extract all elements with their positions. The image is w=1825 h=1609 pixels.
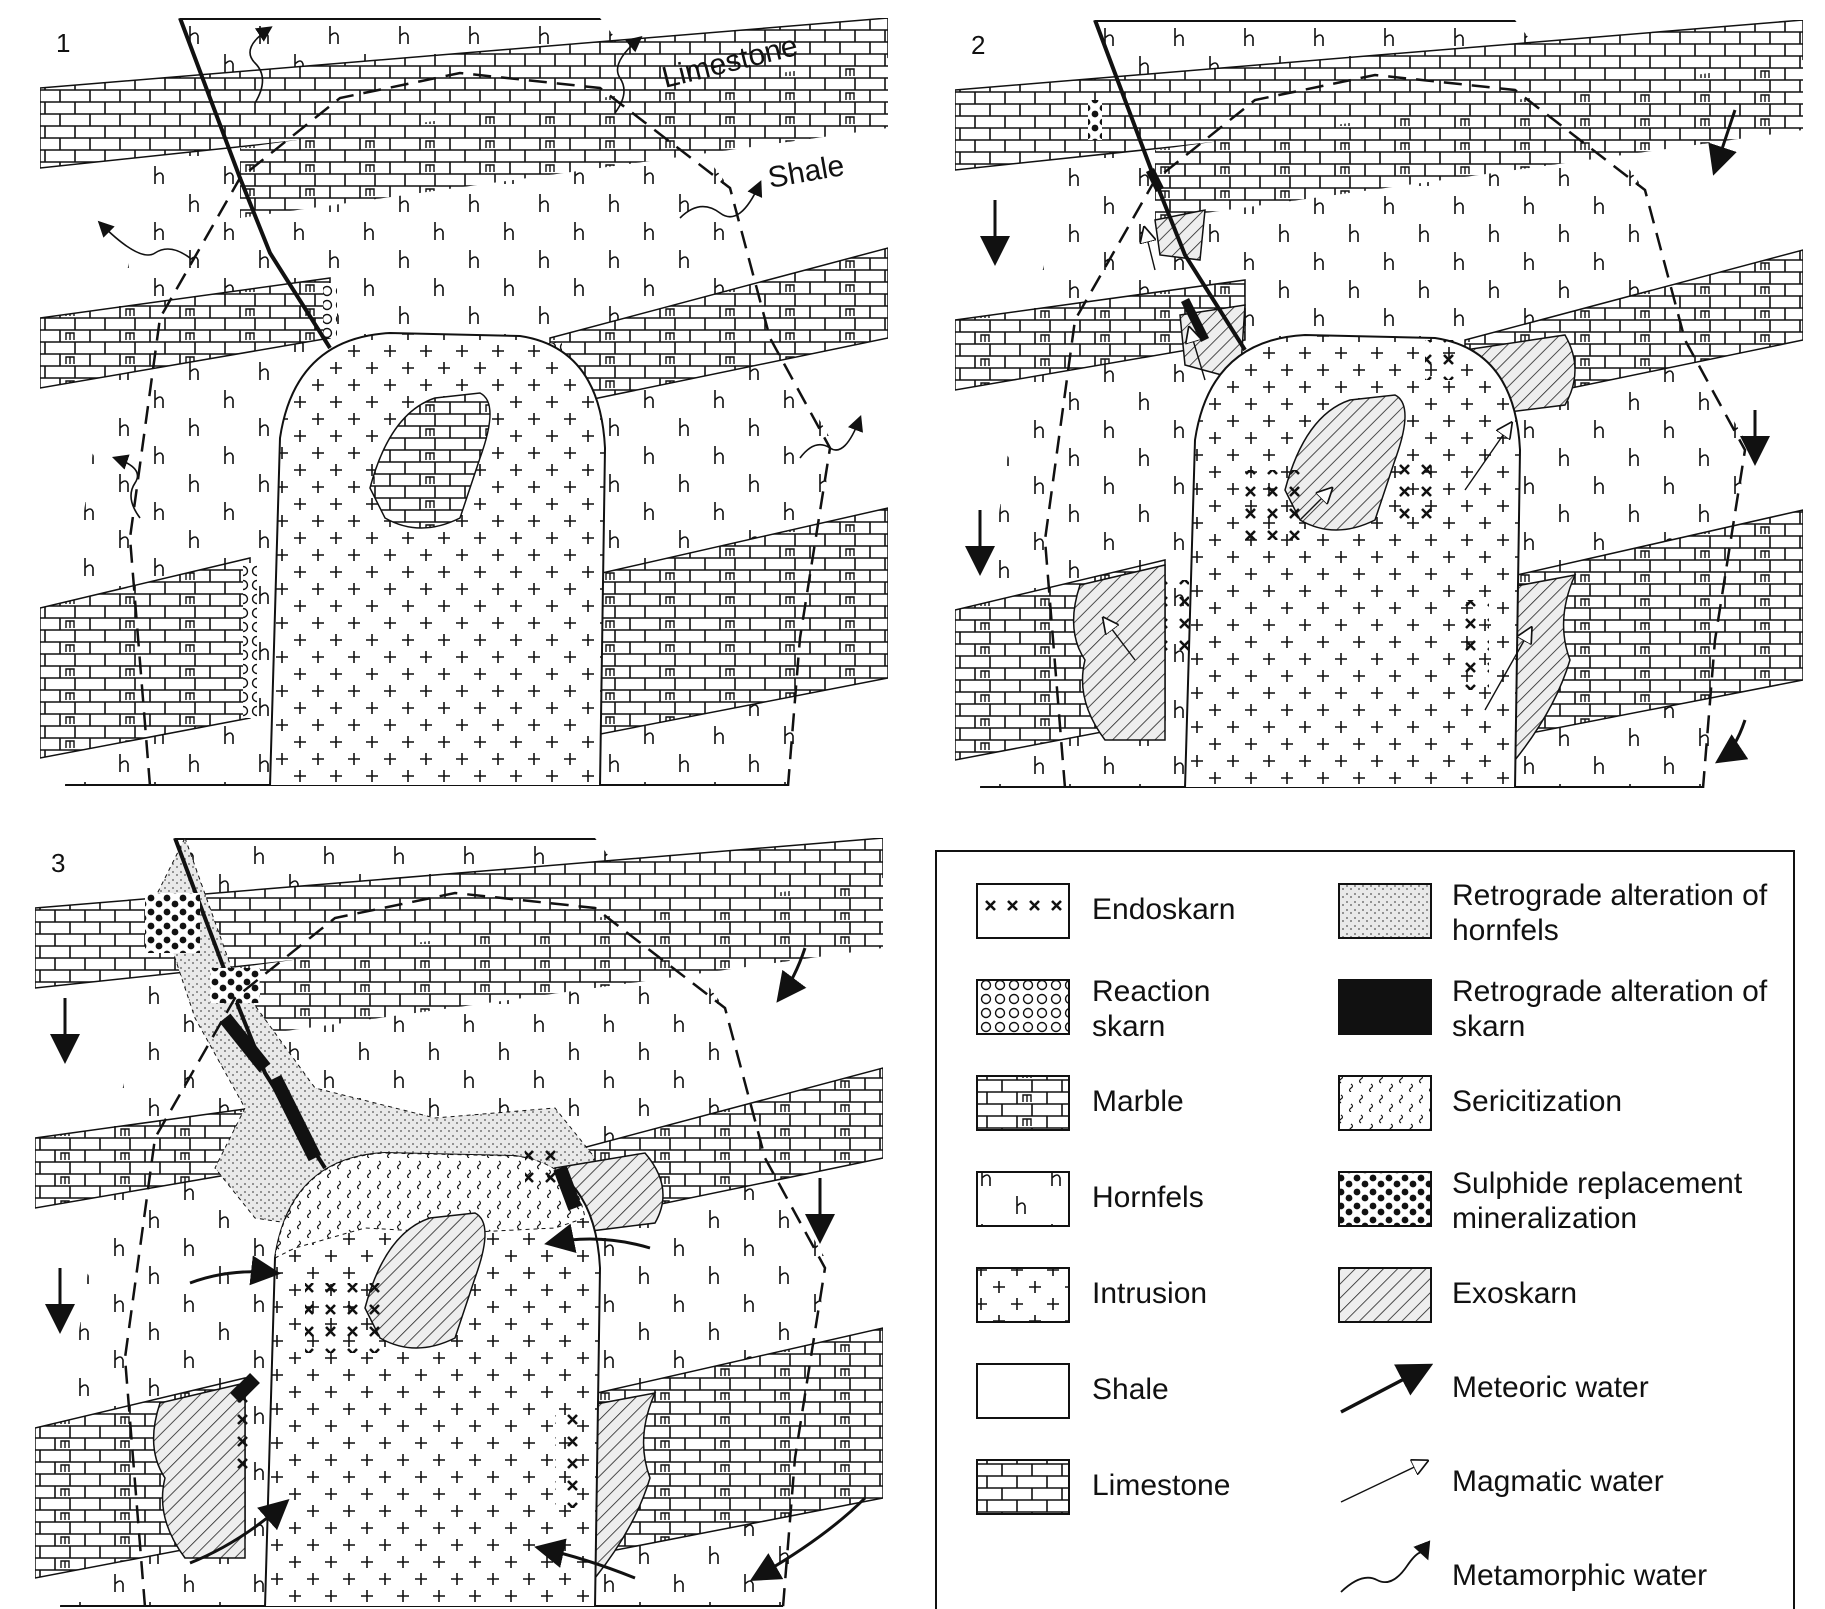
magmatic-water-arrow-icon [1340,1462,1425,1503]
legend-label-retrograde-hornfels: Retrograde alteration of hornfels [1452,879,1768,947]
legend-label-retrograde-skarn: Retrograde alteration of skarn [1452,975,1768,1043]
meteoric-water-arrow-icon [1340,1363,1434,1414]
legend-label-sulphide: Sulphide replacement mineralization [1452,1167,1743,1235]
legend-label-marble: Marble [1092,1085,1184,1118]
legend-label-intrusion: Intrusion [1092,1277,1208,1310]
legend-label-limestone: Limestone [1092,1469,1231,1502]
legend-label-exoskarn: Exoskarn [1452,1277,1578,1310]
legend-label-endoskarn: Endoskarn [1092,893,1236,926]
swatch-marble [976,1075,1070,1131]
legend-label-reaction-skarn: Reaction skarn [1092,975,1211,1043]
panel-1: Limestone Shale 1 [40,18,888,786]
swatch-retrograde-skarn [1338,979,1432,1035]
panel-number-3: 3 [51,848,66,878]
metamorphic-water-arrow-icon [1340,1540,1431,1593]
panel-2-diagram [955,20,1803,788]
legend-label-meteoric-water: Meteoric water [1452,1371,1649,1404]
legend: Endoskarn Reaction skarn Marble Hornfels… [935,850,1795,1609]
swatch-sericitization [1338,1075,1432,1131]
swatch-reaction-skarn [976,979,1070,1035]
legend-label-sericitization: Sericitization [1452,1085,1623,1118]
swatch-limestone [976,1459,1070,1515]
swatch-retrograde-hornfels [1338,883,1432,939]
swatch-endoskarn [976,883,1070,939]
swatch-intrusion [976,1267,1070,1323]
swatch-shale [976,1363,1070,1419]
legend-swatches [976,883,1434,1593]
panel-1-diagram: Limestone Shale [40,18,888,786]
swatch-exoskarn [1338,1267,1432,1323]
legend-label-metamorphic-water: Metamorphic water [1452,1559,1708,1592]
panel-number-2: 2 [971,30,986,60]
swatch-sulphide [1338,1171,1432,1227]
panel-3-diagram [35,838,883,1607]
legend-label-hornfels: Hornfels [1092,1181,1204,1214]
swatch-hornfels [976,1171,1070,1227]
panel-3: 3 [35,838,883,1607]
panel-2: 2 [955,20,1803,788]
legend-label-shale: Shale [1092,1373,1169,1406]
legend-label-magmatic-water: Magmatic water [1452,1465,1664,1498]
panel-number-1: 1 [56,28,71,58]
